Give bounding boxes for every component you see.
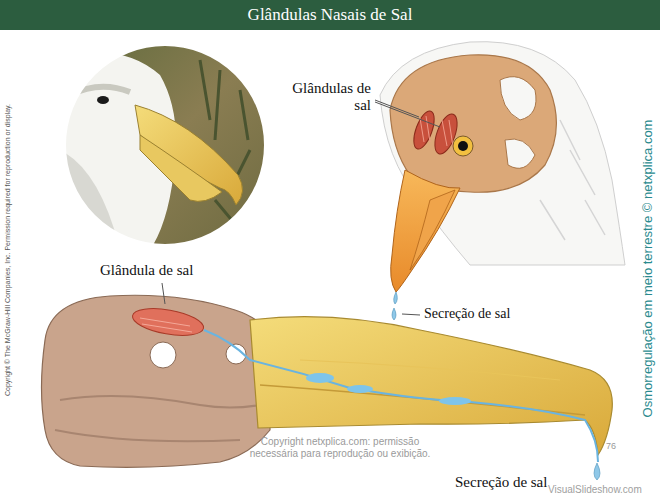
drawing-part: [140, 135, 222, 201]
drawing-part: [97, 96, 109, 104]
drawing-part: [300, 360, 560, 380]
drawing-part: [347, 385, 373, 393]
part-label: Glândulas de sal: [285, 80, 371, 115]
drawing-part: [453, 136, 473, 156]
drawing-part: [500, 77, 536, 120]
part-label: Secreção de sal: [424, 306, 510, 322]
page-number: 76: [606, 441, 616, 451]
drawing-part: [390, 55, 556, 192]
drawing-part: [458, 141, 468, 151]
copyright-note: Copyright netxplica.com: permissão neces…: [245, 436, 435, 459]
drawing-part: [594, 463, 600, 480]
bird-head-drawing: [375, 42, 625, 320]
drawing-part: [402, 314, 420, 315]
drawing-part: [60, 396, 260, 408]
drawing-part: [60, 150, 120, 250]
part-label: Glândula de sal: [100, 262, 193, 279]
title-bar: Glândulas Nasais de Sal: [0, 0, 660, 30]
photo-frame: [65, 45, 265, 245]
part-label: Secreção de sal: [455, 474, 547, 491]
copyright-note: Copyright © The McGraw-Hill Companies, I…: [4, 50, 12, 450]
title: Glândulas Nasais de Sal: [248, 5, 413, 25]
drawing-part: [204, 330, 598, 462]
drawing-part: [420, 116, 453, 147]
skull-drawing: [42, 283, 613, 480]
drawing-part: [250, 317, 612, 455]
watermark: VisualSlideshow.com: [548, 484, 642, 496]
drawing-part: [505, 139, 535, 168]
drawing-part: [392, 308, 396, 320]
drawing-part: [375, 100, 419, 117]
drawing-part: [150, 342, 176, 368]
drawing-part: [60, 40, 270, 250]
albatross-photo: [60, 40, 270, 250]
drawing-part: [55, 430, 240, 441]
drawing-part: [391, 170, 460, 292]
drawing-part: [306, 373, 334, 383]
drawing-part: [439, 397, 471, 405]
drawing-part: [130, 304, 205, 340]
drawing-part: [135, 105, 243, 205]
side-credit: Osmorregulação em meio terrestre © netxp…: [641, 78, 656, 458]
drawing-part: [410, 190, 455, 270]
drawing-part: [140, 318, 192, 332]
drawing-part: [375, 102, 440, 127]
drawing-part: [162, 283, 165, 304]
drawing-part: [42, 295, 271, 467]
drawing-part: [394, 292, 398, 304]
